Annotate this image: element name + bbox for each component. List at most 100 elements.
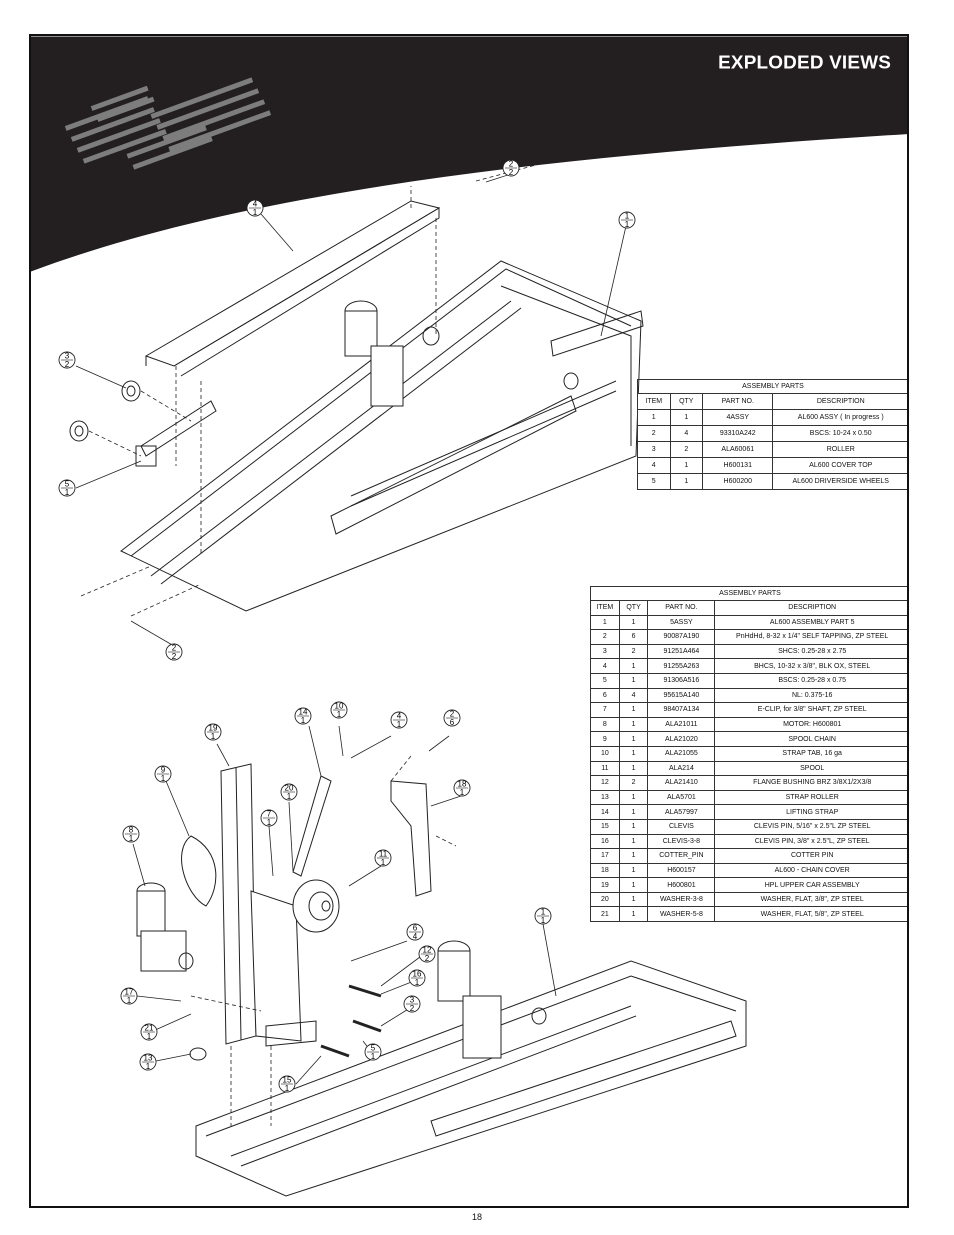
- exploded-view-bottom: [132, 725, 747, 1197]
- svg-text:5: 5: [371, 1044, 376, 1053]
- svg-text:17: 17: [125, 988, 134, 997]
- callout-bottom-5: 191: [204, 724, 222, 741]
- svg-text:2: 2: [410, 1004, 415, 1013]
- svg-text:1: 1: [301, 716, 306, 725]
- callout-top-1: 22: [502, 160, 520, 177]
- svg-text:20: 20: [285, 784, 294, 793]
- svg-text:4: 4: [253, 200, 258, 209]
- svg-text:1: 1: [415, 978, 420, 987]
- wheel-bracket: [140, 400, 217, 457]
- spool-chain: [181, 835, 217, 907]
- spool: [292, 879, 340, 933]
- callouts-top: 22 41 11 32 51 22: [58, 160, 636, 661]
- col-item: ITEM: [637, 393, 671, 410]
- callout-bottom-12: 64: [406, 924, 424, 941]
- callout-bottom-15: 171: [120, 988, 138, 1005]
- callout-bottom-8: 201: [280, 784, 298, 801]
- table-header-row: ITEM QTY PART NO. DESCRIPTION: [590, 600, 907, 616]
- svg-text:1: 1: [211, 732, 216, 741]
- svg-text:1: 1: [337, 710, 342, 719]
- callout-bottom-4: 26: [443, 710, 461, 727]
- svg-text:21: 21: [145, 1024, 154, 1033]
- svg-text:1: 1: [147, 1032, 152, 1041]
- callout-top-6: 22: [165, 644, 183, 661]
- svg-text:14: 14: [299, 708, 308, 717]
- svg-text:1: 1: [625, 220, 630, 229]
- col-description: DESCRIPTION: [772, 393, 907, 410]
- svg-text:1: 1: [460, 788, 465, 797]
- svg-text:1: 1: [285, 1084, 290, 1093]
- assembly-parts-table-top: ASSEMBLY PARTS ITEM QTY PART NO. DESCRIP…: [637, 379, 907, 490]
- svg-text:9: 9: [161, 766, 166, 775]
- svg-text:2: 2: [450, 710, 455, 719]
- svg-text:2: 2: [509, 168, 514, 177]
- svg-text:1: 1: [397, 720, 402, 729]
- svg-text:1: 1: [161, 774, 166, 783]
- svg-text:13: 13: [144, 1054, 153, 1063]
- callout-bottom-21: 11: [534, 908, 552, 925]
- table-caption: ASSEMBLY PARTS: [637, 379, 907, 393]
- roller-b: [69, 420, 89, 442]
- svg-text:1: 1: [127, 996, 132, 1005]
- callout-bottom-3: 41: [390, 712, 408, 729]
- col-part-no: PART NO.: [647, 600, 716, 616]
- svg-text:4: 4: [413, 932, 418, 941]
- callout-bottom-18: 51: [364, 1044, 382, 1061]
- callout-bottom-6: 181: [453, 780, 471, 797]
- svg-text:10: 10: [335, 702, 344, 711]
- svg-text:1: 1: [267, 818, 272, 827]
- svg-text:2: 2: [425, 954, 430, 963]
- page-frame: EXPLODED VIEWS: [29, 34, 909, 1208]
- callout-top-3: 11: [618, 212, 636, 229]
- page-number: 18: [471, 1212, 482, 1222]
- svg-text:1: 1: [381, 858, 386, 867]
- callout-bottom-19: 131: [139, 1054, 157, 1071]
- svg-text:7: 7: [267, 810, 272, 819]
- col-qty: QTY: [618, 600, 649, 616]
- page-title: EXPLODED VIEWS: [718, 52, 891, 73]
- callout-bottom-17: 211: [140, 1024, 158, 1041]
- svg-text:1: 1: [253, 208, 258, 217]
- callout-top-4: 32: [58, 352, 76, 369]
- callout-bottom-1: 141: [294, 708, 312, 725]
- assembly-parts-table-bottom: ASSEMBLY PARTS ITEM QTY PART NO. DESCRIP…: [590, 586, 907, 923]
- exploded-view-top: [69, 160, 644, 647]
- col-description: DESCRIPTION: [714, 600, 907, 616]
- callout-top-5: 51: [58, 480, 76, 497]
- callout-bottom-7: 91: [154, 766, 172, 783]
- svg-text:19: 19: [209, 724, 218, 733]
- callout-bottom-11: 111: [374, 850, 392, 867]
- callout-bottom-14: 161: [408, 970, 426, 987]
- callout-bottom-2: 101: [330, 702, 348, 719]
- svg-text:3: 3: [65, 352, 70, 361]
- callout-bottom-13: 122: [418, 946, 436, 963]
- lifting-strap: [292, 775, 332, 877]
- svg-text:2: 2: [65, 360, 70, 369]
- col-part-no: PART NO.: [702, 393, 774, 410]
- callout-bottom-20: 151: [278, 1076, 296, 1093]
- svg-text:1: 1: [625, 212, 630, 221]
- svg-text:18: 18: [458, 780, 467, 789]
- chain-cover: [390, 780, 432, 897]
